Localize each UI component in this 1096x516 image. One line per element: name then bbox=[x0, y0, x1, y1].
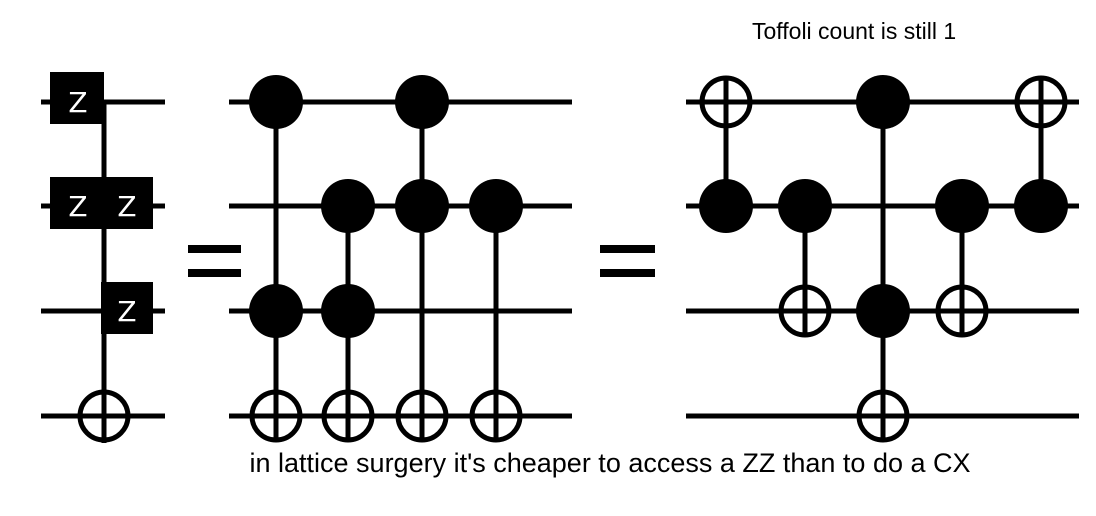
control-dot-icon bbox=[395, 179, 449, 233]
control-dot-icon bbox=[699, 179, 753, 233]
equals-sign-1 bbox=[188, 245, 241, 277]
toffoli-count-note: Toffoli count is still 1 bbox=[752, 18, 957, 44]
z-label: Z bbox=[68, 190, 87, 223]
control-dot-icon bbox=[249, 75, 303, 129]
control-dot-icon bbox=[249, 284, 303, 338]
z-label: Z bbox=[68, 86, 87, 119]
control-dot-icon bbox=[856, 284, 910, 338]
z-box-q2 bbox=[101, 282, 153, 334]
control-dot-icon bbox=[469, 179, 523, 233]
zz-box-q1 bbox=[50, 177, 153, 229]
control-dot-icon bbox=[321, 179, 375, 233]
z-box-q0 bbox=[50, 72, 104, 124]
equals-sign-2 bbox=[600, 245, 655, 277]
control-dot-icon bbox=[395, 75, 449, 129]
z-label: Z bbox=[117, 190, 136, 223]
control-dot-icon bbox=[321, 284, 375, 338]
z-labels: Z Z Z Z bbox=[68, 86, 136, 328]
control-dot-icon bbox=[856, 75, 910, 129]
control-dot-icon bbox=[935, 179, 989, 233]
control-dot-icon bbox=[1014, 179, 1068, 233]
z-label: Z bbox=[117, 295, 136, 328]
zz-parity-circuit bbox=[41, 72, 165, 443]
toffoli-circuit bbox=[686, 75, 1079, 443]
cx-decomposition-circuit bbox=[229, 75, 572, 443]
caption: in lattice surgery it's cheaper to acces… bbox=[249, 448, 971, 478]
control-dot-icon bbox=[778, 179, 832, 233]
